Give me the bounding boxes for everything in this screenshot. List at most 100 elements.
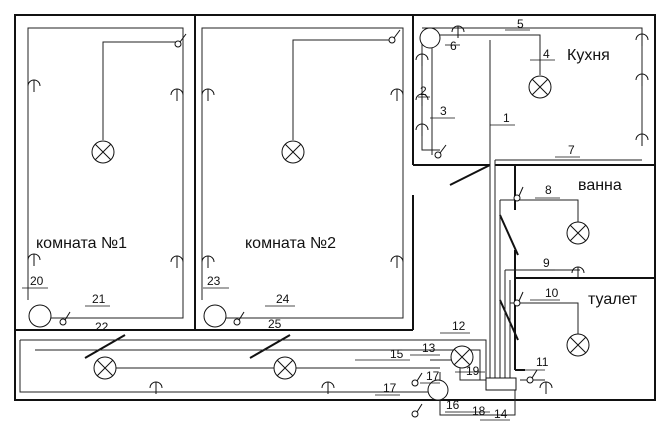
socket-icon (415, 93, 429, 106)
callout-15: 15 (390, 347, 404, 361)
socket-icon (27, 253, 41, 266)
room-label-toilet: туалет (588, 291, 638, 308)
wire-room2-ceiling (292, 39, 390, 140)
wire-corridor-mid (35, 349, 481, 380)
walls (14, 14, 656, 401)
socket-icon (635, 73, 649, 86)
lamp-icon (93, 356, 117, 380)
callouts: 1 2 3 4 5 6 7 8 9 10 11 12 13 14 15 16 1… (30, 17, 575, 421)
wire-kitchen-top (422, 27, 643, 140)
callout-25: 25 (268, 317, 282, 331)
callout-3: 3 (440, 104, 447, 118)
door-bath (499, 214, 519, 256)
socket-icon (27, 79, 41, 92)
switch-icon (59, 311, 71, 326)
callout-24: 24 (276, 292, 290, 306)
socket-icon (635, 33, 649, 46)
callout-16: 16 (446, 398, 460, 412)
socket-icon (149, 381, 163, 394)
callout-6: 6 (450, 39, 457, 53)
door-room1 (84, 334, 126, 359)
lamp-icon (566, 221, 590, 245)
callout-10: 10 (545, 286, 559, 300)
socket-icon (415, 53, 429, 66)
switch-icon (526, 369, 538, 384)
socket-icon (201, 255, 215, 268)
socket-icon (201, 88, 215, 101)
wire-corridor-upper (20, 339, 487, 380)
room-label-1: комната №1 (36, 235, 127, 252)
callout-14: 14 (494, 407, 508, 421)
switch-icon (174, 33, 187, 48)
wire-room1-loop (27, 27, 184, 319)
lamp-icon (450, 345, 474, 369)
callout-11: 11 (536, 355, 549, 369)
callout-18: 18 (472, 404, 486, 418)
callout-21: 21 (92, 292, 106, 306)
socket-icon (390, 88, 404, 101)
switch-icon (411, 372, 423, 387)
switches (59, 29, 538, 418)
callout-12: 12 (452, 319, 466, 333)
callout-22: 22 (95, 320, 109, 334)
junction-box-icon (28, 304, 52, 328)
lamp-icon (566, 333, 590, 357)
socket-icon (170, 255, 184, 268)
callout-17-corridor: 17 (383, 381, 397, 395)
callout-13: 13 (422, 341, 436, 355)
doors (84, 164, 519, 359)
door-kitchen (449, 164, 491, 186)
callout-5: 5 (517, 17, 524, 31)
switch-icon (411, 403, 423, 418)
wire-room2-loop (201, 27, 404, 319)
callout-leaders (22, 29, 580, 421)
distribution-panel-icon (485, 377, 517, 391)
callout-7: 7 (568, 143, 575, 157)
switch-icon (388, 29, 401, 44)
wire-corridor-lower (19, 340, 430, 393)
door-room2 (249, 334, 291, 359)
wire-kitchen-1 (421, 40, 440, 151)
callout-19: 19 (466, 364, 480, 378)
junction-box-icon (427, 379, 449, 401)
junction-box-icon (203, 304, 227, 328)
junction-boxes (28, 27, 517, 401)
sockets (27, 25, 649, 394)
socket-icon (321, 381, 335, 394)
lamps (91, 75, 590, 380)
wire-room1-ceiling (102, 41, 178, 140)
socket-icon (415, 123, 429, 136)
callout-8: 8 (545, 183, 552, 197)
switch-icon (513, 186, 524, 202)
socket-icon (451, 25, 465, 38)
callout-23: 23 (207, 274, 221, 288)
socket-icon (571, 266, 585, 279)
callout-20: 20 (30, 274, 44, 288)
callout-9: 9 (543, 256, 550, 270)
junction-box-icon (419, 27, 441, 49)
socket-icon (170, 88, 184, 101)
callout-1: 1 (503, 111, 510, 125)
room-label-bath: ванна (578, 177, 622, 194)
door-toilet (499, 299, 519, 341)
socket-icon (390, 255, 404, 268)
lamp-icon (528, 75, 552, 99)
lamp-icon (91, 140, 115, 164)
switch-icon (434, 144, 447, 159)
switch-icon (513, 291, 524, 307)
wire-kitchen-lamp (440, 34, 541, 75)
socket-icon (539, 381, 553, 394)
lamp-icon (281, 140, 305, 164)
outer-wall (14, 14, 656, 401)
switch-icon (233, 311, 245, 326)
callout-2: 2 (420, 84, 427, 98)
wire-bath (500, 199, 579, 225)
callout-17-switch: 17 (426, 369, 440, 383)
room-label-2: комната №2 (245, 235, 336, 252)
socket-icon (635, 133, 649, 146)
callout-4: 4 (543, 47, 550, 61)
lamp-icon (273, 356, 297, 380)
room-label-kitchen: Кухня (567, 47, 610, 64)
